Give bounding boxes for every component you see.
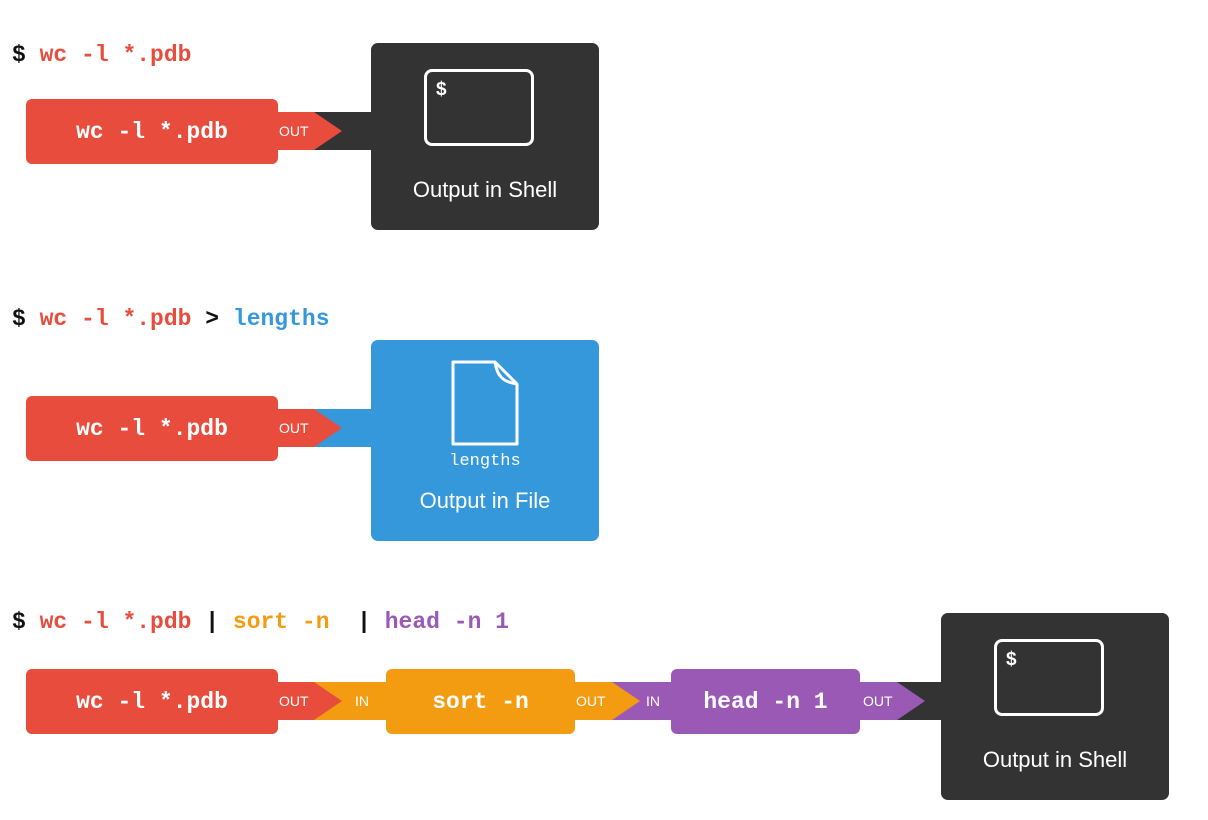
sort-command-box: sort -n — [386, 669, 575, 734]
wc-command-box: wc -l *.pdb — [26, 669, 278, 734]
wc-out-arrow — [314, 112, 342, 150]
panel-label: Output in Shell — [982, 747, 1128, 772]
command-line-1: $ wc -l *.pdb — [12, 41, 191, 69]
sort-out-port — [570, 682, 612, 720]
command-sort: sort -n — [232, 609, 330, 635]
command-line-2: $ wc -l *.pdb > lengths — [12, 305, 330, 333]
command-line-3: $ wc -l *.pdb | sort -n | head -n 1 — [12, 608, 509, 636]
in-port-label: IN — [355, 693, 369, 709]
out-port-label: OUT — [863, 693, 893, 709]
out-port-label: OUT — [279, 693, 309, 709]
head-out-arrow — [897, 682, 925, 720]
shell-output-panel: $ Output in Shell — [371, 43, 599, 230]
wc-out-arrow — [314, 409, 342, 447]
panel-label: Output in File — [419, 488, 551, 513]
redirect-operator: > — [205, 306, 220, 332]
panel-label: Output in Shell — [412, 177, 558, 202]
command-head: head -n 1 — [384, 609, 509, 635]
prompt-symbol: $ — [12, 306, 26, 332]
out-port-label: OUT — [279, 123, 309, 139]
wc-out-port — [272, 682, 314, 720]
wc-out-port — [272, 409, 314, 447]
wc-out-arrow — [314, 682, 342, 720]
pipe-operator: | — [357, 609, 371, 635]
terminal-icon: $ — [424, 69, 534, 146]
out-port-label: OUT — [576, 693, 606, 709]
file-icon — [451, 360, 519, 446]
redirect-target: lengths — [232, 306, 330, 332]
wc-out-port — [272, 112, 314, 150]
terminal-icon: $ — [994, 639, 1104, 716]
head-out-port — [855, 682, 897, 720]
terminal-prompt: $ — [436, 79, 447, 100]
head-command-box: head -n 1 — [671, 669, 860, 734]
command-wc: wc -l *.pdb — [39, 609, 192, 635]
file-output-panel: lengths Output in File — [371, 340, 599, 541]
prompt-symbol: $ — [12, 609, 26, 635]
out-port-label: OUT — [279, 420, 309, 436]
command-wc: wc -l *.pdb — [39, 306, 192, 332]
shell-output-panel: $ Output in Shell — [941, 613, 1169, 800]
terminal-prompt: $ — [1006, 649, 1017, 670]
sort-out-arrow — [612, 682, 640, 720]
pipe-operator: | — [205, 609, 220, 635]
wc-command-box: wc -l *.pdb — [26, 99, 278, 164]
prompt-symbol: $ — [12, 42, 26, 68]
in-port-label: IN — [646, 693, 660, 709]
file-name: lengths — [449, 452, 521, 471]
command-wc: wc -l *.pdb — [39, 42, 192, 68]
wc-command-box: wc -l *.pdb — [26, 396, 278, 461]
